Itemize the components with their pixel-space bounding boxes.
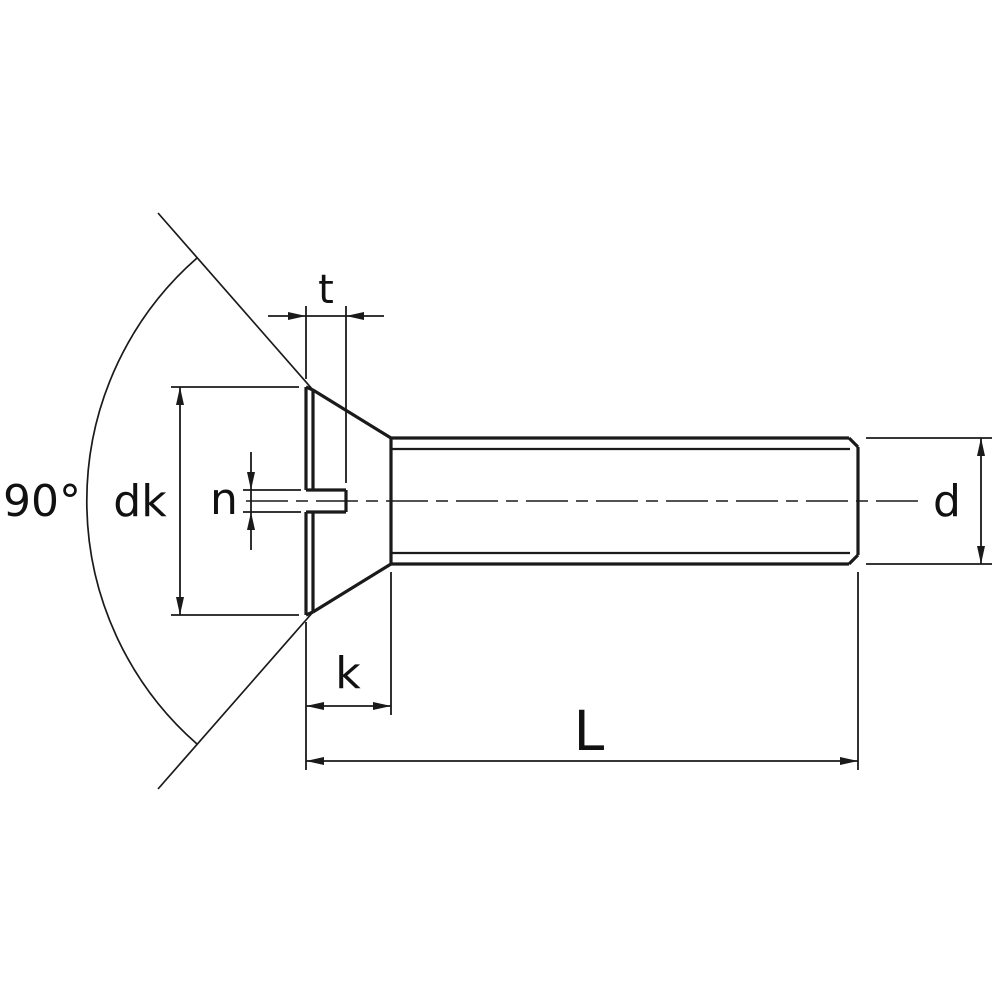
end-chamfer-bottom [847,553,860,566]
dimension-n: n [210,452,301,550]
dimension-dk: dk [113,386,299,616]
construction-diagonal-top [157,212,314,391]
dimension-d: d [866,437,992,565]
construction-diagonal-bottom [157,611,314,790]
dim-label-dk: dk [113,476,167,527]
dim-label-n: n [210,474,238,525]
dim-label-L: L [574,699,605,763]
dim-label-t: t [318,267,334,313]
screw-body-outline [304,385,860,617]
dimension-k: k [305,572,392,770]
dim-label-k: k [335,648,361,699]
cone-edge-top [312,388,392,440]
dim-label-d: d [933,476,961,527]
cone-edge-bottom [312,562,392,614]
dim-label-angle: 90° [3,476,81,527]
head-bottom-corner [305,610,314,617]
end-chamfer-top [847,436,860,449]
dimension-L: L [306,572,859,770]
dimension-t: t [268,267,384,483]
countersink-angle-construction [86,212,314,790]
head-top-corner [305,385,314,392]
angle-arc [86,257,198,745]
